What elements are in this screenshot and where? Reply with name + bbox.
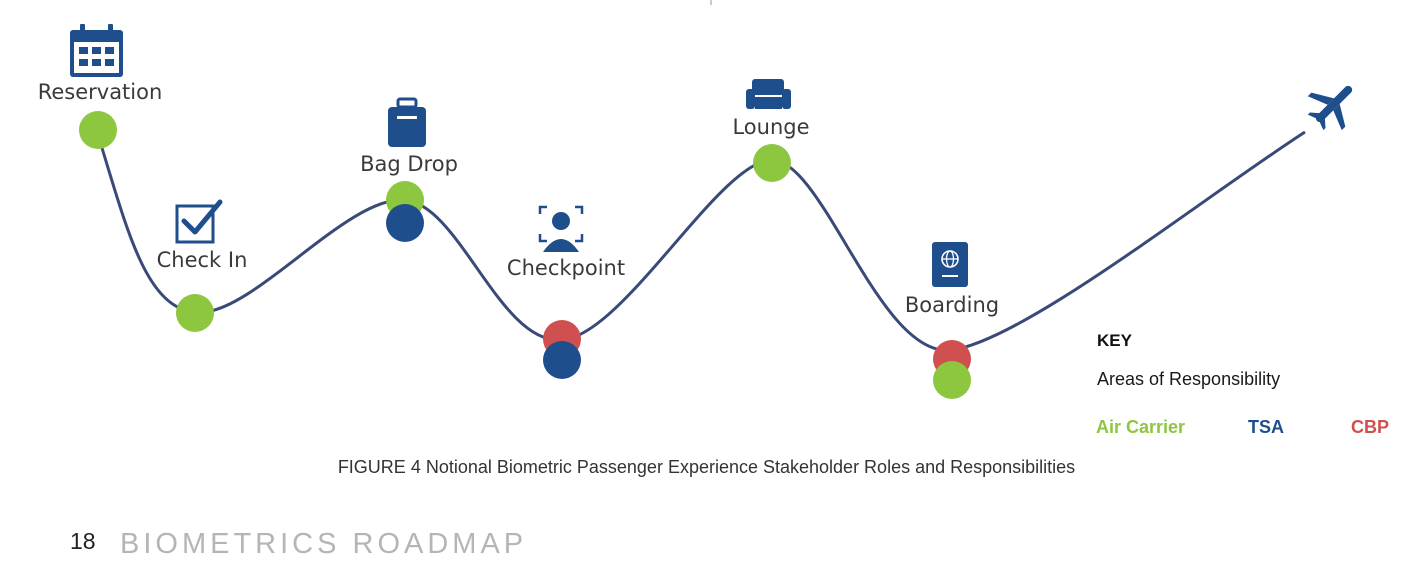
airplane-icon [1307,85,1353,131]
stop-dot-air-carrier [933,361,971,399]
footer-title: BIOMETRICS ROADMAP [120,528,528,560]
stop-dot-tsa [386,204,424,242]
stop-dot-tsa [543,341,581,379]
stop-label-bag-drop: Bag Drop [360,152,458,176]
calendar-icon [70,24,123,77]
figure-caption: FIGURE 4 Notional Biometric Passenger Ex… [337,457,1076,477]
journey-path [100,130,1306,352]
luggage-icon [388,97,426,147]
stop-label-checkpoint: Checkpoint [507,256,625,280]
stop-label-check-in: Check In [157,248,248,272]
stop-dot-air-carrier [79,111,117,149]
checkbox-icon [175,199,223,244]
passport-icon [932,242,968,287]
page-number: 18 [70,528,96,554]
sofa-icon [746,79,791,109]
key-item-tsa: TSA [1248,417,1284,437]
stop-label-reservation: Reservation [38,80,163,104]
stop-dot-air-carrier [753,144,791,182]
key-subtitle: Areas of Responsibility [1097,369,1280,389]
key-item-cbp: CBP [1351,417,1389,437]
key-item-air-carrier: Air Carrier [1096,417,1185,437]
stop-dot-air-carrier [176,294,214,332]
face-scan-icon [538,205,584,252]
stop-label-boarding: Boarding [905,293,999,317]
stop-label-lounge: Lounge [732,115,809,139]
key-title: KEY [1097,331,1133,350]
